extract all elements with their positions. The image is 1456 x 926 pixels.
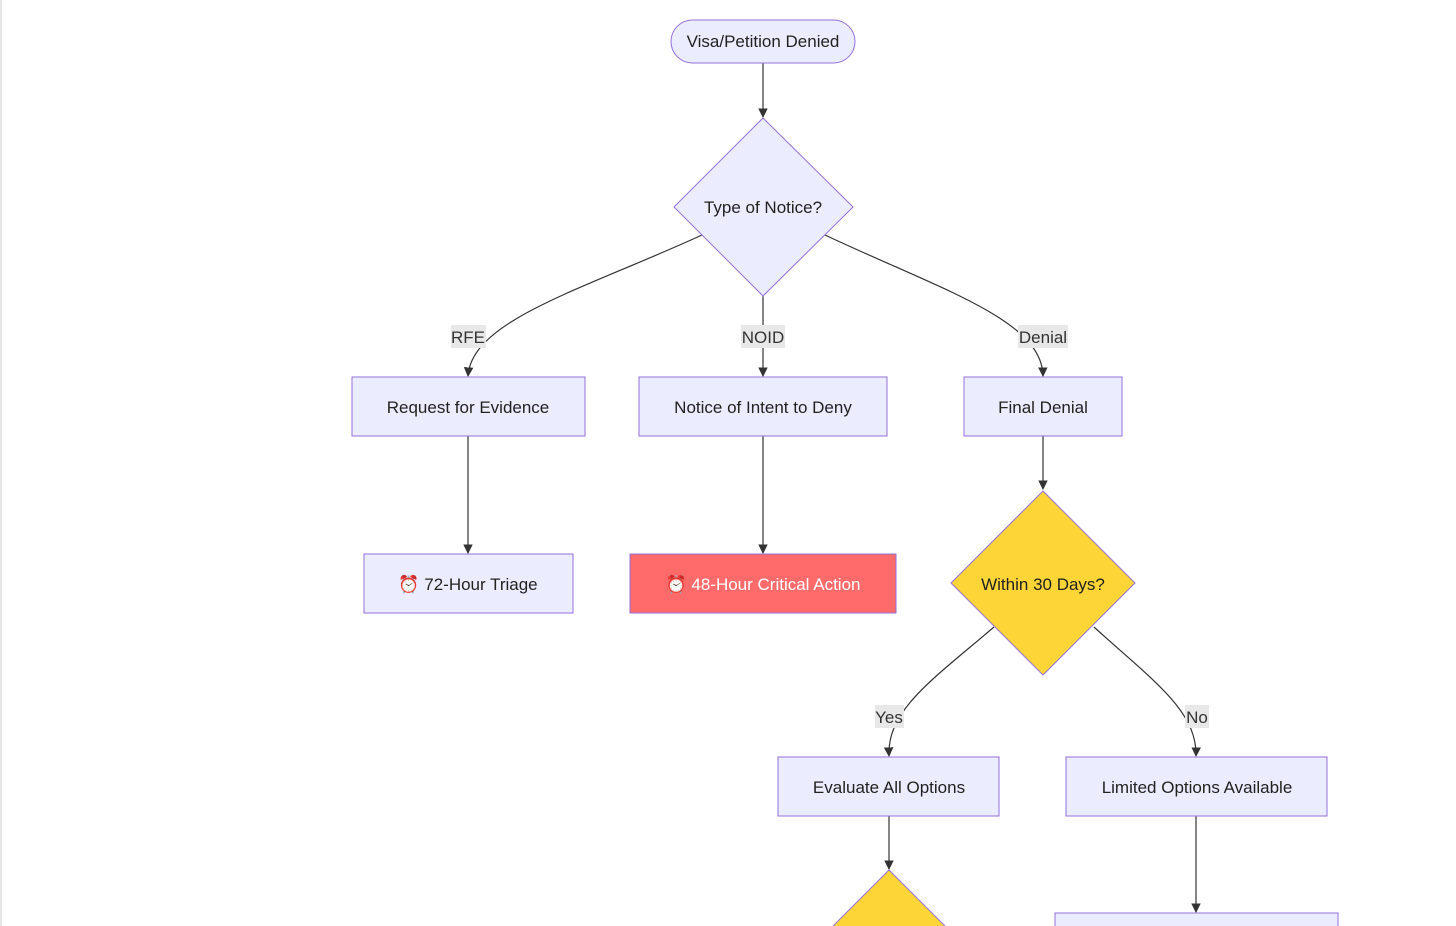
node-start[interactable]: Visa/Petition Denied xyxy=(670,19,856,64)
edge-label-denial: Denial xyxy=(1018,325,1068,348)
node-evaluate-options-label: Evaluate All Options xyxy=(813,778,965,797)
node-type-decision[interactable]: Type of Notice? xyxy=(673,117,854,297)
edge-label-yes: Yes xyxy=(875,705,904,728)
node-limited-options[interactable]: Limited Options Available xyxy=(1065,756,1328,817)
node-48-hour-critical[interactable]: ⏰ 48-Hour Critical Action xyxy=(629,553,897,614)
edge-label-rfe-text: RFE xyxy=(451,328,485,347)
edge-label-no: No xyxy=(1185,705,1209,728)
node-start-label: Visa/Petition Denied xyxy=(687,32,840,51)
edge-label-rfe: RFE xyxy=(451,325,486,348)
edge-within30-to-limited xyxy=(1093,626,1201,757)
node-next-box-partial[interactable] xyxy=(1054,912,1339,926)
node-evaluate-options[interactable]: Evaluate All Options xyxy=(777,756,1000,817)
edge-label-denial-text: Denial xyxy=(1019,328,1067,347)
node-rfe[interactable]: Request for Evidence xyxy=(351,376,586,437)
edge-label-yes-text: Yes xyxy=(875,708,903,727)
node-within-30-days[interactable]: Within 30 Days? xyxy=(950,490,1136,676)
edge-label-no-text: No xyxy=(1186,708,1208,727)
edges xyxy=(463,63,1201,913)
node-72-hour-triage-label: ⏰ 72-Hour Triage xyxy=(398,574,537,594)
node-type-decision-label: Type of Notice? xyxy=(704,198,822,217)
node-within-30-days-label: Within 30 Days? xyxy=(981,575,1105,594)
edge-type-to-denial xyxy=(824,234,1048,377)
node-final-denial[interactable]: Final Denial xyxy=(963,376,1123,437)
node-next-decision-partial[interactable] xyxy=(831,869,947,926)
node-noid[interactable]: Notice of Intent to Deny xyxy=(638,376,888,437)
node-rfe-label: Request for Evidence xyxy=(387,398,550,417)
edge-within30-to-evaluate xyxy=(883,626,995,757)
edge-type-to-rfe xyxy=(463,234,703,377)
node-noid-label: Notice of Intent to Deny xyxy=(674,398,852,417)
node-72-hour-triage[interactable]: ⏰ 72-Hour Triage xyxy=(363,553,574,614)
edge-label-noid: NOID xyxy=(741,325,785,348)
node-limited-options-label: Limited Options Available xyxy=(1102,778,1293,797)
edge-label-noid-text: NOID xyxy=(742,328,785,347)
node-48-hour-critical-label: ⏰ 48-Hour Critical Action xyxy=(665,574,860,594)
node-final-denial-label: Final Denial xyxy=(998,398,1088,417)
